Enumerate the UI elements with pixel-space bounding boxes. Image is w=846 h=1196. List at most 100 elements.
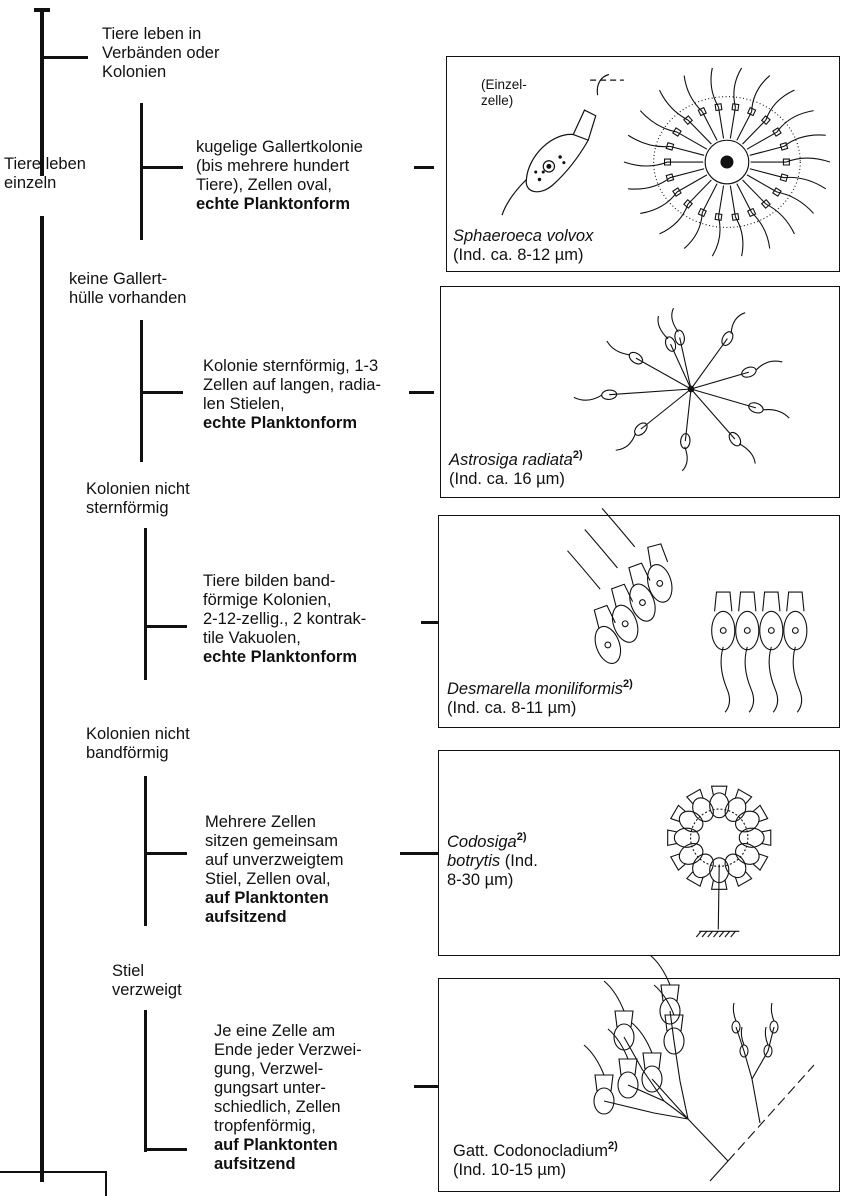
flagellum bbox=[733, 1003, 736, 1021]
flagellum bbox=[640, 192, 677, 213]
collar bbox=[643, 1053, 661, 1069]
collar bbox=[592, 605, 615, 629]
cluster-cell bbox=[732, 807, 763, 836]
colony-cell bbox=[780, 174, 787, 181]
star-stalk bbox=[691, 372, 749, 389]
panel-codosiga: Codosiga2)botrytis (Ind.8-30 µm) bbox=[438, 750, 840, 956]
flagellum bbox=[777, 111, 814, 132]
flagellum bbox=[784, 135, 826, 146]
star-cell bbox=[674, 329, 686, 345]
colony-cell bbox=[684, 200, 692, 208]
colony-cell-stalk bbox=[718, 186, 723, 217]
flagellum bbox=[684, 212, 702, 248]
colony-cell bbox=[673, 128, 681, 136]
collar bbox=[661, 985, 679, 1001]
flagellum bbox=[752, 212, 770, 248]
flagellum bbox=[604, 981, 624, 1011]
star-stalk bbox=[636, 358, 691, 389]
flagellum bbox=[624, 162, 668, 166]
flagellum bbox=[786, 158, 830, 162]
star-center bbox=[688, 386, 694, 392]
flagellum bbox=[711, 68, 719, 107]
branch-cell bbox=[618, 1072, 638, 1098]
colony-cell-stalk bbox=[730, 186, 735, 217]
branch-tick-c3 bbox=[143, 391, 183, 394]
band-cell bbox=[608, 602, 643, 646]
flagellum bbox=[741, 1027, 744, 1045]
colony-cell-stalk bbox=[670, 169, 704, 178]
colony-cell bbox=[715, 104, 722, 111]
cluster-cell bbox=[721, 794, 750, 825]
collar bbox=[610, 584, 633, 608]
caption-desmarella: Desmarella moniliformis2)(Ind. ca. 8-11 … bbox=[447, 678, 633, 718]
colony-cell bbox=[762, 116, 770, 124]
colony-cell bbox=[732, 104, 739, 111]
cluster-cell bbox=[739, 828, 764, 847]
flagellum bbox=[734, 68, 742, 107]
caption-astrosiga: Astrosiga radiata2)(Ind. ca. 16 µm) bbox=[449, 449, 583, 489]
caption-codonocladium: Gatt. Codonocladium2)(Ind. 10-15 µm) bbox=[453, 1140, 618, 1180]
colony-cell-stalk bbox=[743, 120, 766, 144]
nucleus bbox=[657, 581, 663, 587]
star-stalk bbox=[609, 389, 691, 395]
c2-yes-text: kugelige Gallertkolonie(bis mehrere hund… bbox=[196, 138, 363, 213]
collar bbox=[753, 805, 768, 821]
colony-cell-stalk bbox=[747, 175, 777, 192]
illustration-desmarella bbox=[579, 520, 829, 716]
illustration-single-cell bbox=[487, 67, 637, 217]
branch-tick-c4 bbox=[147, 625, 187, 628]
branch-tick-c5 bbox=[147, 852, 187, 855]
band-cell bbox=[712, 611, 735, 649]
nucleus bbox=[640, 600, 646, 606]
colony-cell bbox=[715, 214, 722, 221]
flagellum bbox=[574, 395, 602, 400]
flagellum bbox=[616, 433, 636, 450]
illustration-codonocladium bbox=[519, 981, 829, 1191]
star-stalk bbox=[671, 344, 691, 389]
flagellum bbox=[632, 1023, 652, 1053]
illustration-codosiga bbox=[619, 753, 829, 953]
star-cell bbox=[727, 430, 743, 448]
flagellum bbox=[608, 1029, 628, 1059]
collar bbox=[712, 786, 727, 796]
collar bbox=[646, 543, 668, 566]
flagellum bbox=[654, 985, 674, 1015]
colony-cell bbox=[673, 188, 681, 196]
cluster-cell bbox=[732, 839, 763, 868]
flagellum bbox=[769, 647, 777, 712]
collar bbox=[763, 592, 780, 611]
small-branch-cell bbox=[740, 1045, 748, 1057]
colony-cell-stalk bbox=[750, 146, 784, 155]
collar bbox=[615, 1011, 633, 1027]
colony-cell bbox=[773, 188, 781, 196]
flagellum bbox=[659, 204, 688, 234]
flagellum bbox=[766, 90, 795, 120]
band-cell bbox=[736, 611, 759, 649]
stem-c3 bbox=[140, 320, 143, 462]
cluster-cell bbox=[721, 850, 750, 881]
colony-cell-stalk bbox=[670, 146, 704, 155]
colony-cell-stalk bbox=[737, 184, 752, 213]
colony-cell-stalk bbox=[688, 120, 711, 144]
nucleus bbox=[605, 642, 611, 648]
collar bbox=[735, 789, 751, 804]
branch-tick-c2 bbox=[143, 166, 183, 169]
flagellum bbox=[721, 647, 729, 712]
colony-cell-stalk bbox=[743, 180, 766, 204]
flagellum bbox=[766, 204, 795, 234]
collar bbox=[619, 1059, 637, 1075]
colony-cell bbox=[732, 214, 739, 221]
panel-astrosiga: Astrosiga radiata2)(Ind. ca. 16 µm) bbox=[440, 286, 840, 498]
colony-cell-stalk bbox=[677, 132, 707, 149]
cluster-cell bbox=[710, 858, 729, 883]
main-stem-line bbox=[40, 8, 44, 176]
nucleus bbox=[744, 628, 750, 634]
cluster-cell bbox=[674, 828, 699, 847]
flagellum bbox=[650, 955, 670, 985]
colony-cell-stalk bbox=[730, 107, 735, 138]
colony-cell bbox=[698, 108, 706, 116]
